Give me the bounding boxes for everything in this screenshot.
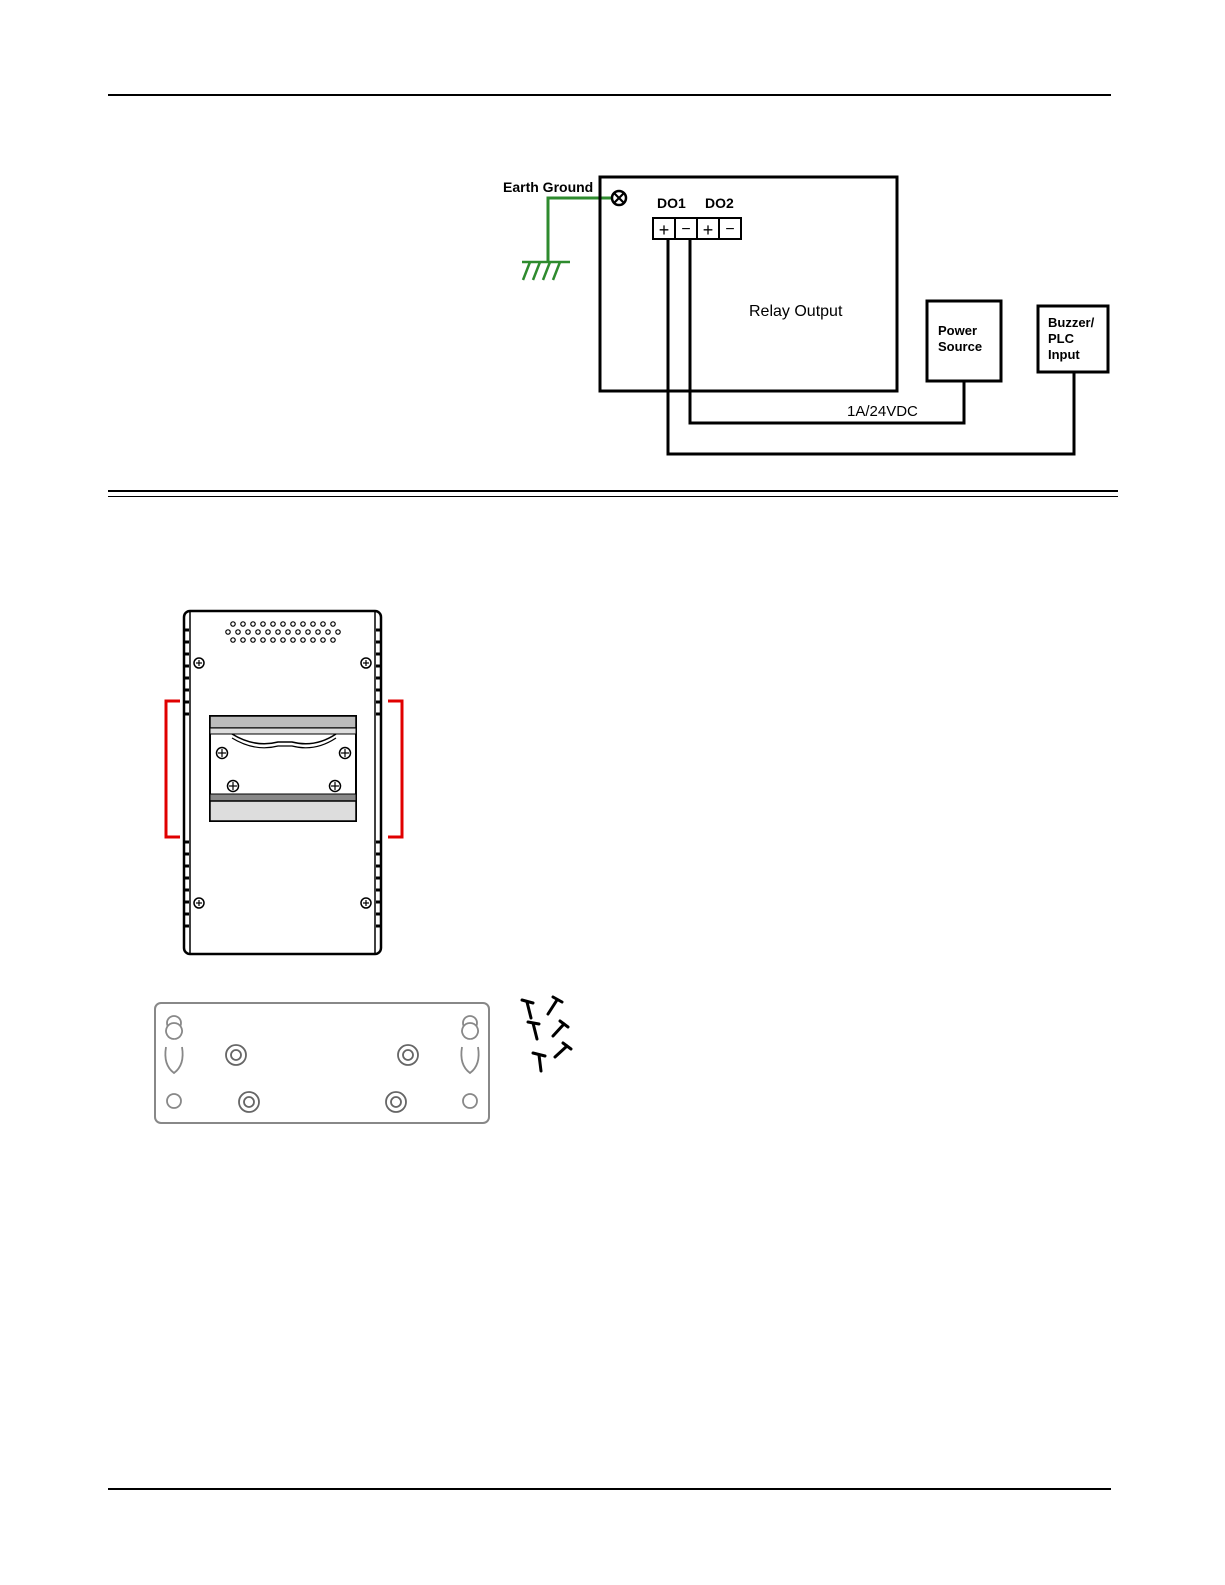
plate-outline [155,1003,489,1123]
earth-ground-label: Earth Ground [503,179,593,195]
switch-rear-din-rail-illustration [150,600,420,960]
relay-output-label: Relay Output [749,303,843,320]
do2-plus: + [703,220,714,240]
earth-ground-icon [522,262,570,280]
do2-minus: − [725,221,734,238]
section-rule-thick [108,490,1118,492]
footer-rule [108,1488,1111,1490]
power-source-line2: Source [938,339,982,354]
right-bracket [388,701,402,837]
do1-plus: + [659,220,670,240]
buzzer-line2: PLC [1048,331,1075,346]
minus-wire [690,239,964,423]
power-source-line1: Power [938,323,977,338]
buzzer-line3: Input [1048,347,1080,362]
section-rule-thin [108,496,1118,497]
din-rail-clip [210,716,356,821]
wall-mount-plate-illustration [150,995,495,1130]
relay-device-box [600,177,897,391]
ground-wire [548,198,611,262]
do1-minus: − [681,221,690,238]
screw-icon [522,997,571,1071]
header-rule [108,94,1111,96]
left-bracket [166,701,180,837]
relay-wiring-diagram: Earth Ground DO1 DO2 + − + − Relay Outpu… [480,160,1130,460]
ground-terminal-icon [612,191,626,205]
buzzer-line1: Buzzer/ [1048,315,1095,330]
do2-label: DO2 [705,195,734,211]
do1-label: DO1 [657,195,686,211]
screw-set-illustration [515,990,595,1080]
rating-label: 1A/24VDC [847,403,918,420]
